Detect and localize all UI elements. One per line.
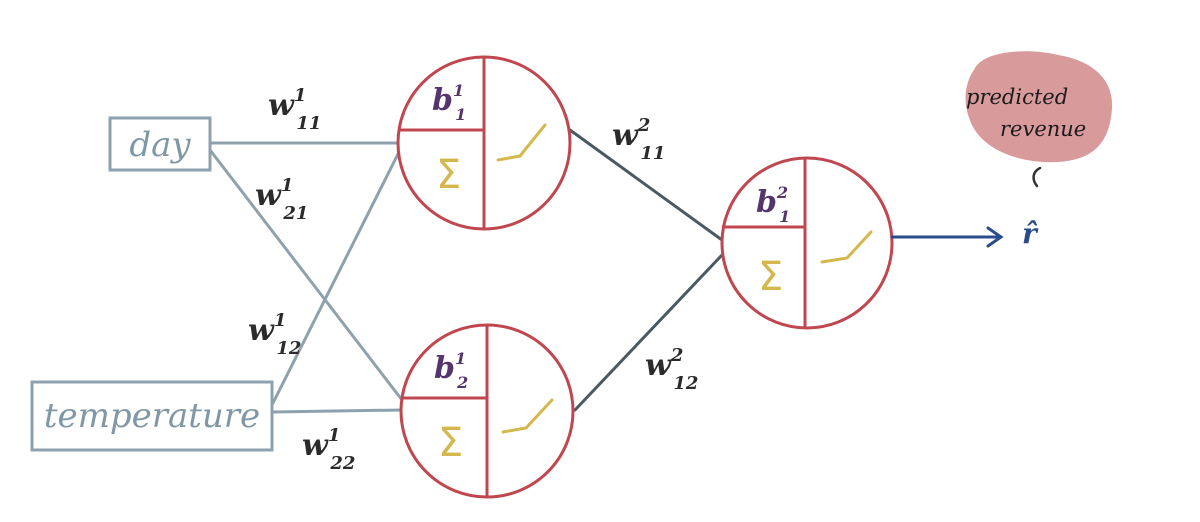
output-arrow — [890, 226, 1004, 248]
input-box-temperature — [30, 380, 274, 452]
input-box-day — [108, 116, 212, 172]
edge-hidden2-output — [573, 253, 724, 412]
input-connections — [208, 141, 404, 414]
sum-symbol: Σ — [436, 152, 461, 198]
neuron-circle — [720, 156, 894, 330]
sum-symbol: Σ — [758, 254, 783, 300]
relu-activation-icon — [820, 230, 873, 264]
hidden-connections — [568, 128, 724, 412]
input-label-temperature: temperature — [44, 396, 260, 436]
annotation-label-line2: revenue — [1000, 117, 1086, 141]
edge-hidden1-output — [568, 128, 724, 242]
annotation-label-line1: predicted — [966, 85, 1068, 109]
predicted-revenue-annotation: predicted revenue — [965, 51, 1113, 188]
relu-activation-icon — [501, 398, 554, 434]
output-arrow-head — [986, 226, 1004, 248]
input-node-temperature: temperature — [30, 380, 274, 452]
edge-temperature-hidden2 — [270, 408, 404, 414]
edge-temperature-hidden1 — [270, 148, 402, 407]
relu-activation-icon — [496, 123, 547, 162]
sum-symbol: Σ — [438, 420, 463, 466]
edge-day-hidden2 — [208, 148, 404, 402]
input-label-day: day — [129, 125, 191, 165]
input-node-day: day — [108, 116, 212, 172]
annotation-blob — [965, 51, 1113, 163]
annotation-pointer-tick — [1032, 166, 1042, 188]
output-symbol-r-hat: r̂ — [1022, 217, 1039, 250]
